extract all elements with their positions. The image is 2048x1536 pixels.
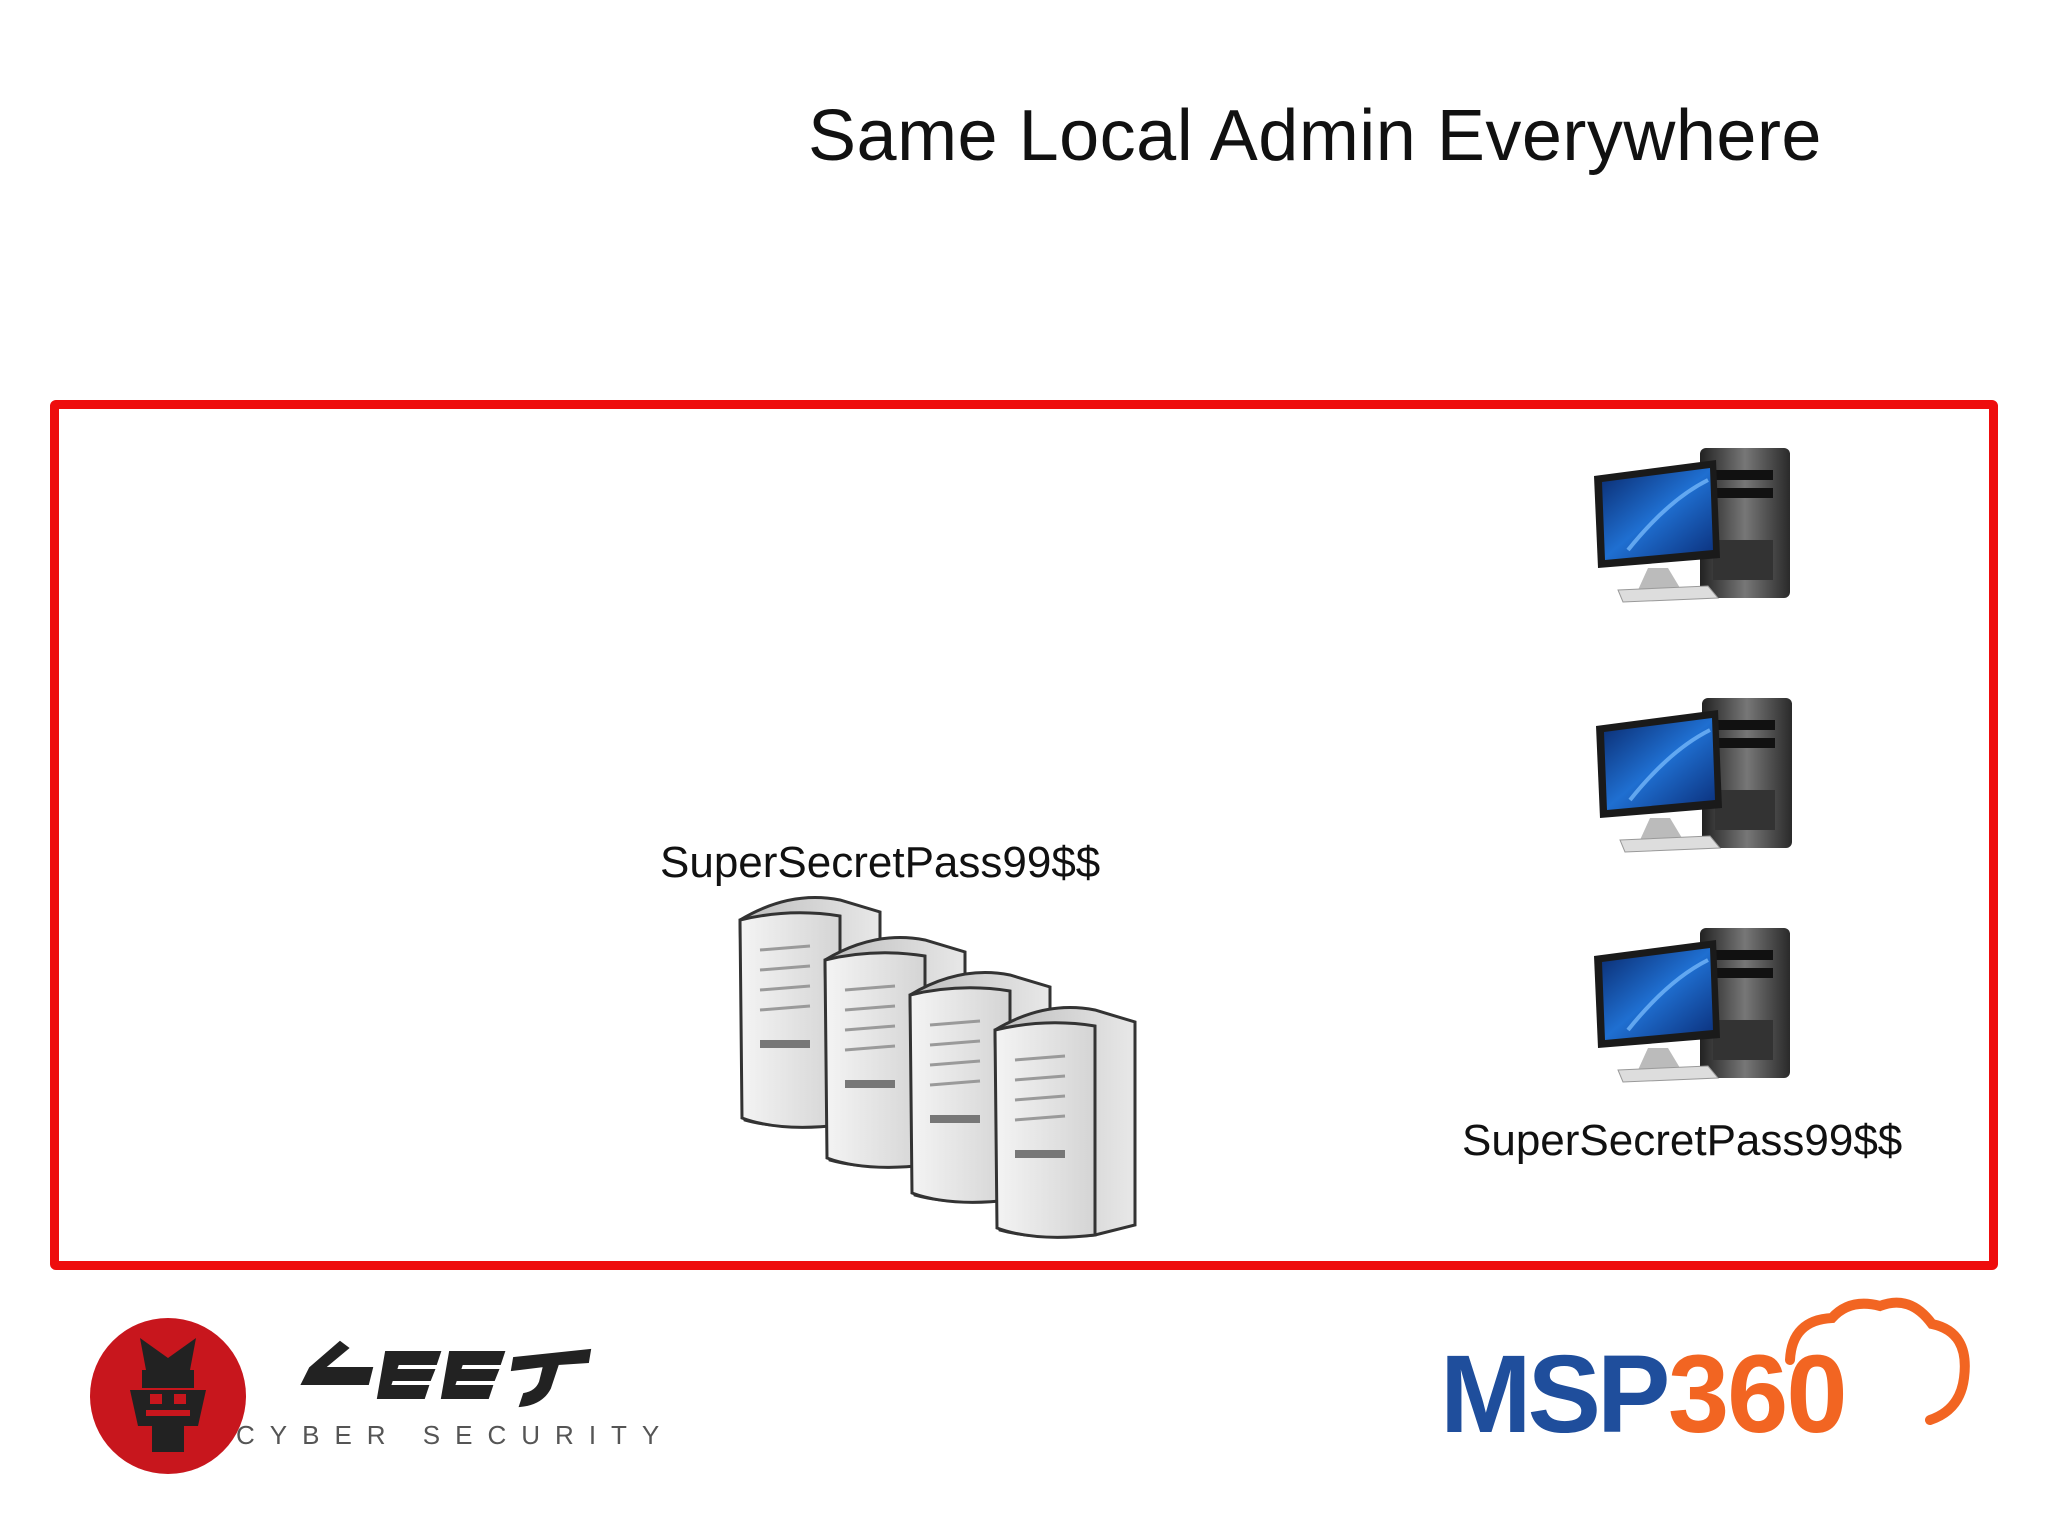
msp360-logo: MSP 360 xyxy=(1440,1297,1970,1456)
desktop-computer-icon xyxy=(1596,698,1792,853)
leet-tagline: CYBER SECURITY xyxy=(236,1420,675,1450)
workstation-password-label: SuperSecretPass99$$ xyxy=(1462,1116,1903,1165)
desktop-computer-icon xyxy=(1594,928,1790,1083)
server-password-label: SuperSecretPass99$$ xyxy=(660,838,1101,887)
slide-title: Same Local Admin Everywhere xyxy=(808,96,1822,176)
network-boundary-frame xyxy=(50,400,1998,1270)
svg-text:360: 360 xyxy=(1668,1333,1846,1456)
server-rack-icon xyxy=(738,896,1137,1239)
server-unit-4 xyxy=(993,1006,1137,1239)
desktop-computer-icon xyxy=(1594,448,1790,603)
leet-cyber-security-logo xyxy=(90,1318,592,1474)
svg-text:MSP: MSP xyxy=(1440,1333,1667,1456)
